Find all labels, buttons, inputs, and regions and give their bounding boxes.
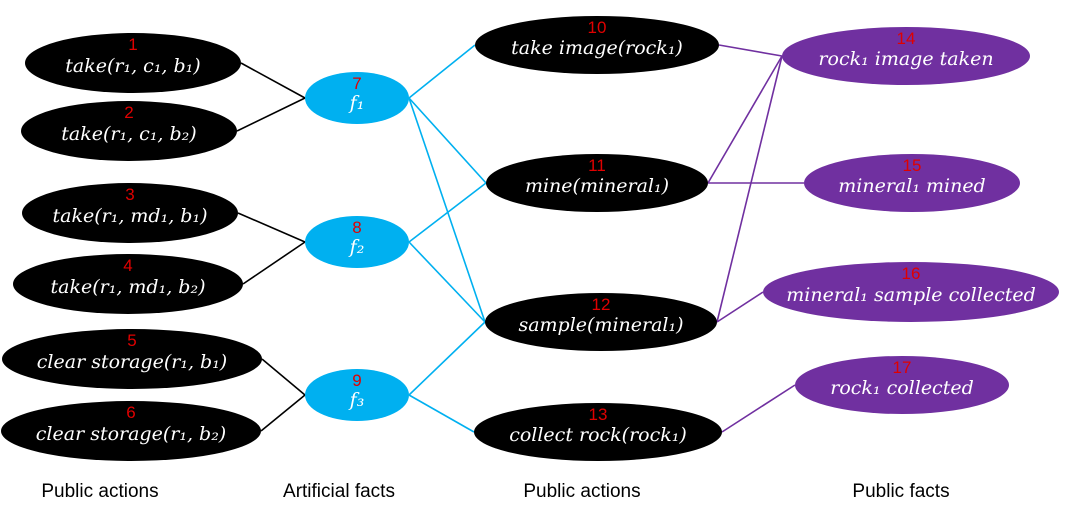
node-5-label: clear storage(r₁, b₁) (37, 351, 227, 373)
column-label-public-actions-right: Public actions (523, 481, 640, 502)
node-16-number: 16 (902, 264, 921, 283)
node-12-label: sample(mineral₁) (518, 314, 683, 336)
node-14-number: 14 (897, 29, 916, 48)
node-8: 8f₂ (305, 216, 409, 268)
edge-7-11 (408, 97, 487, 184)
node-11-number: 11 (588, 156, 606, 175)
node-14-label: rock₁ image taken (818, 48, 993, 70)
node-9-label: f₃ (348, 389, 365, 411)
node-5-number: 5 (127, 331, 136, 350)
node-10-ellipse (475, 16, 719, 74)
node-4-number: 4 (123, 256, 132, 275)
edge-3-8 (237, 212, 306, 243)
node-2-label: take(r₁, c₁, b₂) (61, 123, 196, 145)
node-13-number: 13 (589, 405, 608, 424)
edge-8-11 (408, 182, 487, 243)
node-3-number: 3 (125, 185, 134, 204)
edge-2-7 (236, 97, 306, 132)
node-7-ellipse (305, 72, 409, 124)
edge-7-10 (408, 44, 476, 99)
node-12-number: 12 (592, 295, 611, 314)
edge-10-14 (718, 44, 783, 57)
node-7: 7f₁ (305, 72, 409, 124)
node-9: 9f₃ (305, 369, 409, 421)
node-16-label: mineral₁ sample collected (786, 284, 1036, 306)
node-13-label: collect rock(rock₁) (509, 424, 687, 446)
column-label-artificial-facts: Artificial facts (283, 481, 395, 502)
edge-13-17 (721, 384, 796, 433)
node-15-label: mineral₁ mined (838, 175, 985, 197)
node-16-ellipse (763, 262, 1059, 322)
node-10-label: take image(rock₁) (511, 37, 683, 59)
edge-5-9 (261, 358, 306, 396)
edge-1-7 (240, 62, 306, 99)
node-12-ellipse (485, 293, 717, 351)
node-11-ellipse (486, 154, 708, 212)
node-17-ellipse (795, 356, 1009, 414)
node-13-ellipse (474, 403, 722, 461)
edges (236, 44, 804, 433)
node-2-number: 2 (124, 103, 133, 122)
node-11-label: mine(mineral₁) (525, 175, 669, 197)
node-8-ellipse (305, 216, 409, 268)
node-5-ellipse (2, 329, 262, 389)
edge-9-12 (408, 321, 486, 396)
node-2-ellipse (21, 101, 237, 161)
node-9-number: 9 (352, 371, 361, 390)
column-label-public-actions-left: Public actions (41, 481, 158, 502)
edge-8-12 (408, 241, 486, 323)
node-6-label: clear storage(r₁, b₂) (36, 423, 226, 445)
node-14-ellipse (782, 27, 1030, 85)
node-10-number: 10 (588, 18, 607, 37)
node-9-ellipse (305, 369, 409, 421)
node-3-ellipse (22, 183, 238, 243)
node-15-number: 15 (903, 156, 922, 175)
node-15-ellipse (804, 154, 1020, 212)
edge-6-9 (260, 394, 306, 432)
node-4-ellipse (13, 254, 243, 314)
column-label-public-facts: Public facts (852, 481, 949, 502)
edge-12-14 (716, 55, 783, 323)
node-17-label: rock₁ collected (830, 377, 974, 399)
edge-4-8 (242, 241, 306, 285)
node-3-label: take(r₁, md₁, b₁) (53, 205, 208, 227)
node-6-ellipse (1, 401, 261, 461)
edge-12-16 (716, 291, 764, 323)
node-1-number: 1 (128, 35, 137, 54)
node-17-number: 17 (893, 358, 912, 377)
edge-7-12 (408, 97, 486, 323)
node-8-number: 8 (352, 218, 361, 237)
edge-9-13 (408, 394, 475, 433)
node-4-label: take(r₁, md₁, b₂) (51, 276, 206, 298)
edge-11-14 (707, 55, 783, 184)
node-1-ellipse (25, 33, 241, 93)
node-6-number: 6 (126, 403, 135, 422)
node-7-number: 7 (352, 74, 361, 93)
column-labels: Public actions Artificial facts Public a… (41, 481, 949, 502)
node-8-label: f₂ (348, 236, 365, 258)
node-1-label: take(r₁, c₁, b₁) (65, 55, 200, 77)
node-7-label: f₁ (348, 92, 365, 114)
